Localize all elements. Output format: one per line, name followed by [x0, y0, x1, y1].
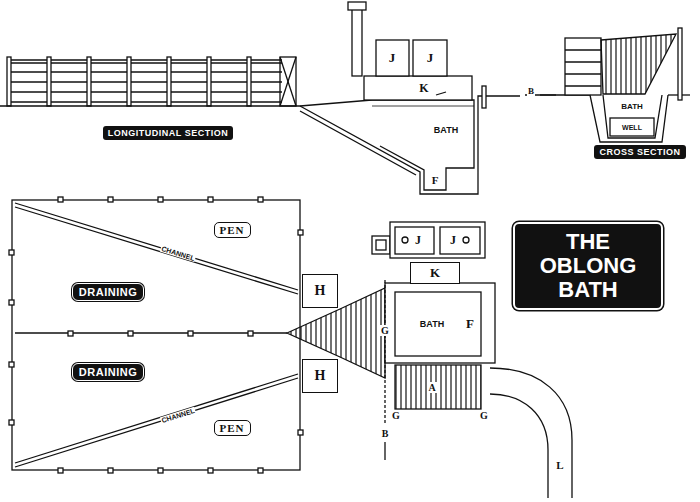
part-letter: A: [427, 382, 436, 393]
part-letter: K: [418, 81, 429, 96]
pen-label-box: PEN: [214, 420, 251, 436]
node-text: K: [430, 265, 440, 281]
part-letter: J: [449, 233, 457, 248]
well-label: WELL: [621, 124, 643, 131]
part-letter: J: [426, 50, 435, 66]
bath-label: BATH: [433, 125, 459, 135]
h-box: H: [302, 359, 338, 393]
cross-section-figure: [525, 28, 690, 142]
part-letter: J: [388, 50, 397, 66]
channel-label: CHANNEL: [160, 406, 197, 424]
trench: [0, 86, 520, 194]
node-text: LONGITUDINAL SECTION: [108, 128, 228, 138]
node-text: CROSS SECTION: [599, 147, 680, 157]
h-box: H: [302, 274, 338, 308]
part-letter: B: [381, 428, 390, 439]
bath-label: BATH: [419, 319, 445, 329]
bath-label: BATH: [620, 102, 644, 111]
part-letter: F: [431, 174, 440, 186]
part-letter: G: [391, 410, 401, 421]
node-text: H: [315, 283, 326, 299]
k-box: K: [410, 262, 460, 284]
channel-label: CHANNEL: [160, 244, 197, 261]
boiler-house: [348, 2, 472, 100]
node-text: PEN: [220, 224, 245, 236]
fence: [7, 57, 296, 106]
node-text: DRAINING: [79, 366, 137, 378]
part-letter: G: [380, 325, 390, 336]
title-plate: THE OBLONG BATH: [513, 222, 663, 311]
node-text: DRAINING: [79, 286, 137, 298]
draining-banner: DRAINING: [72, 283, 144, 301]
part-letter: F: [465, 316, 475, 332]
pen-label-box: PEN: [214, 222, 251, 238]
node-text: H: [315, 368, 326, 384]
pens-plan: [9, 197, 303, 473]
part-letter: J: [414, 233, 422, 248]
section-banner: CROSS SECTION: [594, 145, 685, 159]
draining-banner: DRAINING: [72, 363, 144, 381]
node-text: PEN: [220, 422, 245, 434]
part-letter: B: [527, 86, 535, 96]
part-letter: G: [479, 410, 489, 421]
section-banner: LONGITUDINAL SECTION: [103, 126, 233, 140]
part-letter: L: [555, 459, 564, 471]
